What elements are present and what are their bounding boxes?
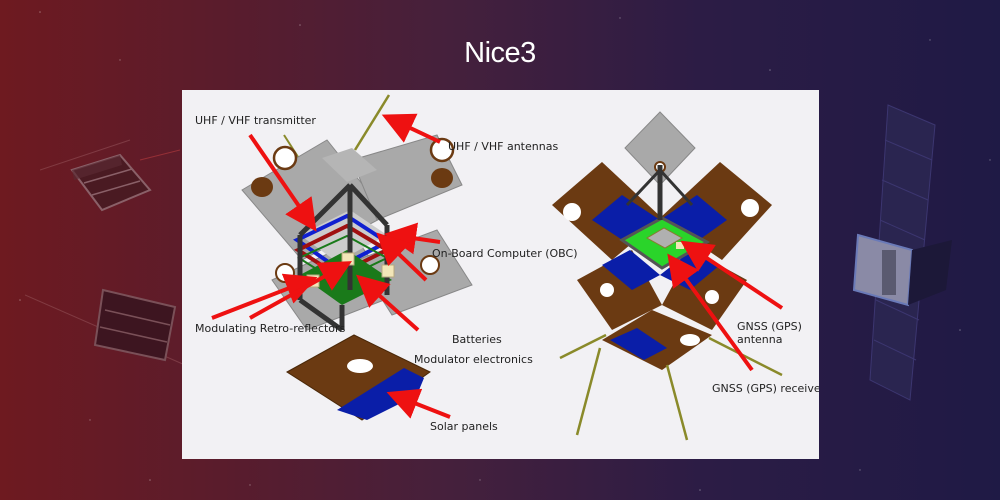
cubesat-illustration-left-top (40, 139, 180, 212)
label-batteries: Batteries (452, 333, 502, 346)
cubesat-illustration-left-bottom (25, 288, 186, 366)
label-solar-panels: Solar panels (430, 420, 498, 433)
slide-title: Nice3 (464, 37, 536, 69)
label-gnss-receiver: GNSS (GPS) receiver (712, 382, 819, 395)
right-cubesat-assembly (552, 111, 783, 441)
label-gnss-antenna: GNSS (GPS) antenna (737, 320, 802, 346)
nice3-exploded-diagram (211, 94, 784, 441)
label-modulator-electronics: Modulator electronics (414, 353, 533, 366)
label-uhf-vhf-antennas: UHF / VHF antennas (448, 140, 559, 153)
figure-panel: UHF / VHF transmitter UHF / VHF antennas… (182, 90, 819, 459)
label-obc: On-Board Computer (OBC) (432, 247, 578, 260)
right-callout-arrows (667, 240, 784, 372)
left-callout-arrows (211, 113, 451, 419)
label-gnss-antenna-line2: antenna (737, 333, 783, 346)
label-modulating-retro-reflectors: Modulating Retro-reflectors (195, 322, 346, 335)
satellite-illustration-right (852, 104, 952, 401)
label-uhf-vhf-transmitter: UHF / VHF transmitter (195, 114, 316, 127)
label-gnss-antenna-line1: GNSS (GPS) (737, 320, 802, 333)
